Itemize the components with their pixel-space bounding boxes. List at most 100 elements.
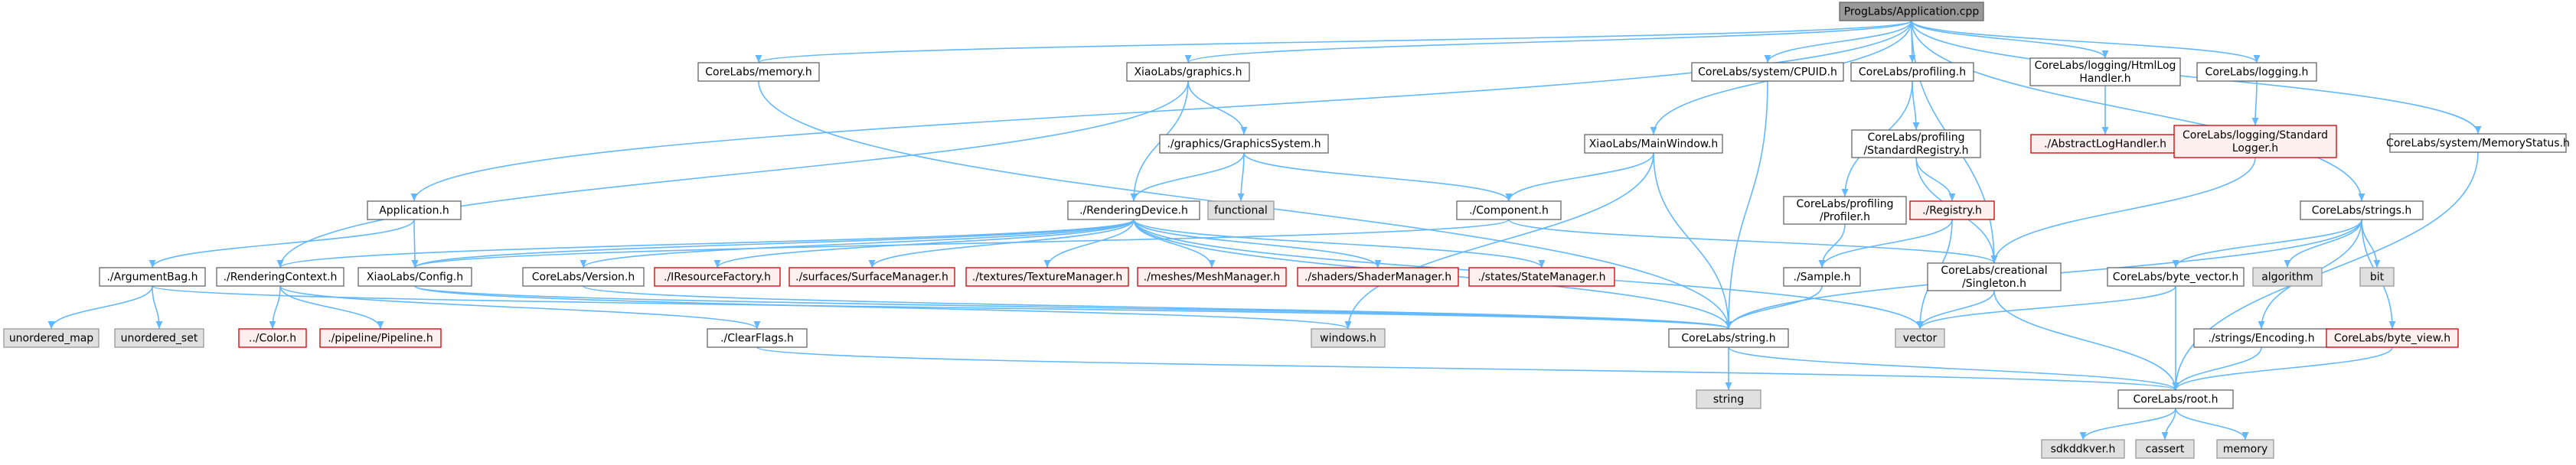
node-box <box>2196 62 2317 82</box>
node-version_h[interactable]: CoreLabs/Version.h <box>522 267 645 287</box>
node-label: ./RenderingDevice.h <box>1079 205 1188 217</box>
node-box <box>2135 439 2195 459</box>
node-surfacemanager_h[interactable]: ./surfaces/SurfaceManager.h <box>788 267 955 287</box>
node-label: CoreLabs/byte_vector.h <box>2113 272 2238 284</box>
node-registry_h[interactable]: ./Registry.h <box>1909 200 1995 220</box>
node-box <box>1456 200 1562 220</box>
node-box <box>2359 267 2395 287</box>
node-functional: functional <box>1207 200 1275 220</box>
edge-stdlogger_h-to-singleton_h <box>1990 157 2256 264</box>
node-label: CoreLabs/profiling.h <box>1859 67 1966 79</box>
node-label: CoreLabs/logging/Standard <box>2183 129 2328 141</box>
node-cpuid_h[interactable]: CoreLabs/system/CPUID.h <box>1691 62 1844 82</box>
node-label: unordered_map <box>9 333 93 345</box>
node-label: CoreLabs/string.h <box>1681 333 1775 345</box>
node-graphics_h[interactable]: XiaoLabs/graphics.h <box>1126 62 1250 82</box>
node-box <box>1207 200 1275 220</box>
node-label: CoreLabs/logging/HtmlLog <box>2035 60 2176 72</box>
node-meshmanager_h[interactable]: ./meshes/MeshManager.h <box>1137 267 1287 287</box>
node-profiling_h[interactable]: CoreLabs/profiling.h <box>1850 62 1974 82</box>
node-box <box>2107 267 2245 287</box>
node-abstractlog_h[interactable]: ./AbstractLogHandler.h <box>2030 134 2180 154</box>
node-label: sdkddkver.h <box>2051 444 2116 456</box>
node-pipeline_h[interactable]: ./pipeline/Pipeline.h <box>319 328 442 348</box>
edge-memstatus_h-to-root_h <box>2172 151 2479 391</box>
node-label: windows.h <box>1320 333 1376 345</box>
node-windows_h: windows.h <box>1311 328 1386 348</box>
edge-renderingdevice_h-to-renderingcontext_h <box>276 219 1135 268</box>
node-config_h[interactable]: XiaoLabs/Config.h <box>358 267 472 287</box>
node-iresourcefactory_h[interactable]: ./IResourceFactory.h <box>654 267 781 287</box>
node-application_h[interactable]: Application.h <box>367 200 462 220</box>
node-box <box>367 200 462 220</box>
node-label: memory <box>2223 444 2268 456</box>
node-sample_h[interactable]: ./Sample.h <box>1783 267 1861 287</box>
node-mainwindow_h[interactable]: XiaoLabs/MainWindow.h <box>1584 134 1723 154</box>
node-stdregistry_h[interactable]: CoreLabs/profiling/StandardRegistry.h <box>1851 129 1981 158</box>
edge-renderingdevice_h-to-surfacemanager_h <box>868 219 1135 268</box>
node-memory_h[interactable]: CoreLabs/memory.h <box>697 62 820 82</box>
node-profiler_h[interactable]: CoreLabs/profiling/Profiler.h <box>1783 196 1907 225</box>
node-label: ./IResourceFactory.h <box>664 272 771 284</box>
node-string_h[interactable]: CoreLabs/string.h <box>1668 328 1789 348</box>
node-memory: memory <box>2216 439 2274 459</box>
node-component_h[interactable]: ./Component.h <box>1456 200 1562 220</box>
node-box <box>2300 200 2424 220</box>
node-label: ./ClearFlags.h <box>720 333 794 345</box>
node-unordered_map: unordered_map <box>3 328 100 348</box>
node-color_h[interactable]: ../Color.h <box>238 328 307 348</box>
node-clearflags_h[interactable]: ./ClearFlags.h <box>707 328 808 348</box>
node-byte_vector_h[interactable]: CoreLabs/byte_vector.h <box>2107 267 2245 287</box>
node-texturemanager_h[interactable]: ./textures/TextureManager.h <box>965 267 1129 287</box>
edges-layer <box>47 20 2482 441</box>
node-label: ./Component.h <box>1469 205 1549 217</box>
edge-strings_h-to-algorithm <box>2284 219 2362 268</box>
node-box <box>1783 267 1861 287</box>
node-box <box>2326 328 2459 348</box>
node-graphicssystem_h[interactable]: ./graphics/GraphicsSystem.h <box>1159 134 1329 154</box>
edge-graphics_h-to-graphicssystem_h <box>1187 80 1248 135</box>
nodes-layer: ProgLabs/Application.cppCoreLabs/memory.… <box>3 2 2570 459</box>
node-root_h[interactable]: CoreLabs/root.h <box>2117 389 2234 409</box>
edge-renderingcontext_h-to-pipeline_h <box>279 285 384 330</box>
node-box <box>3 328 100 348</box>
edge-singleton_h-to-vector <box>1916 290 1995 330</box>
node-renderingcontext_h[interactable]: ./RenderingContext.h <box>216 267 344 287</box>
node-app_cpp[interactable]: ProgLabs/Application.cpp <box>1839 2 1984 21</box>
node-strings_h[interactable]: CoreLabs/strings.h <box>2300 200 2424 220</box>
edge-singleton_h-to-root_h <box>1993 290 2179 391</box>
node-argumentbag_h[interactable]: ./ArgumentBag.h <box>99 267 206 287</box>
node-label: ./meshes/MeshManager.h <box>1144 272 1280 284</box>
node-statemanager_h[interactable]: ./states/StateManager.h <box>1468 267 1615 287</box>
node-logging_h[interactable]: CoreLabs/logging.h <box>2196 62 2317 82</box>
edge-mainwindow_h-to-component_h <box>1505 152 1654 202</box>
node-shadermanager_h[interactable]: ./shaders/ShaderManager.h <box>1297 267 1459 287</box>
node-byte_view_h[interactable]: CoreLabs/byte_view.h <box>2326 328 2459 348</box>
node-label: ./states/StateManager.h <box>1477 272 1605 284</box>
edge-byte_vector_h-to-vector <box>1916 285 2176 330</box>
node-encoding_h[interactable]: ./strings/Encoding.h <box>2193 328 2330 348</box>
node-renderingdevice_h[interactable]: ./RenderingDevice.h <box>1067 200 1200 220</box>
node-box <box>238 328 307 348</box>
node-memstatus_h[interactable]: CoreLabs/system/MemoryStatus.h <box>2386 133 2570 153</box>
node-label: CoreLabs/byte_view.h <box>2334 333 2450 345</box>
edge-application_h-to-argumentbag_h <box>149 219 415 268</box>
node-string: string <box>1696 389 1761 409</box>
edge-app_cpp-to-htmllog_h <box>1911 20 2109 59</box>
node-label: XiaoLabs/MainWindow.h <box>1589 138 1719 151</box>
node-label: CoreLabs/strings.h <box>2312 205 2411 217</box>
node-label: XiaoLabs/Config.h <box>367 272 463 284</box>
node-box <box>1067 200 1200 220</box>
node-label: /Profiler.h <box>1820 211 1870 223</box>
node-box <box>1927 262 2062 291</box>
node-bit: bit <box>2359 267 2395 287</box>
node-label: CoreLabs/Version.h <box>532 272 635 284</box>
edge-string_h-to-root_h <box>1728 346 2179 391</box>
edge-renderingcontext_h-to-clearflags_h <box>279 285 761 330</box>
node-box <box>2252 267 2323 287</box>
node-singleton_h[interactable]: CoreLabs/creational/Singleton.h <box>1927 262 2062 291</box>
edge-renderingdevice_h-to-texturemanager_h <box>1043 219 1135 268</box>
